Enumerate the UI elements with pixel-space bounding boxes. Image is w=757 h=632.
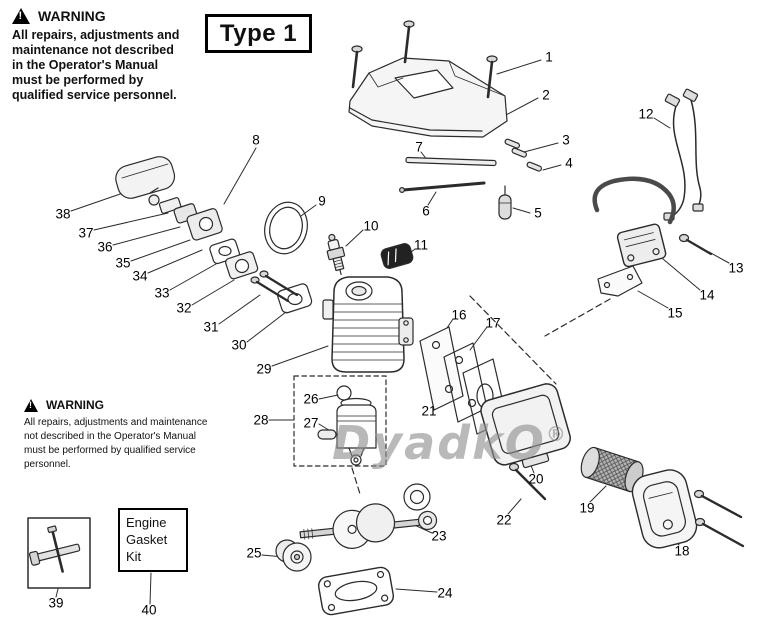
- clutch-drum-part: [275, 539, 312, 572]
- ignition-parts: [592, 88, 713, 297]
- clip-parts: [504, 138, 543, 172]
- type-label-box: Type 1: [205, 14, 312, 53]
- warning-mid-header: WARNING: [24, 398, 216, 412]
- muffler-part: [480, 383, 571, 469]
- warning-box-mid: WARNING All repairs, adjustments and mai…: [24, 398, 216, 472]
- top-cover-part: [348, 57, 508, 138]
- crankshaft-part: [299, 483, 438, 549]
- grommet-part: [380, 243, 414, 269]
- engine-gasket-kit-label: Engine Gasket Kit: [126, 515, 168, 564]
- air-filter-part: [115, 156, 176, 199]
- piston-assembly-parts: [293, 375, 387, 467]
- carburetor-stack-parts: [148, 187, 313, 314]
- cylinder-part: [322, 276, 414, 373]
- cover-screw-parts: [351, 20, 498, 99]
- warning-top-heading: WARNING: [38, 8, 106, 24]
- engine-gasket-kit-box: Engine Gasket Kit: [118, 508, 188, 572]
- type-label: Type 1: [219, 19, 298, 47]
- fuel-filter-part: [498, 185, 512, 220]
- warning-top-header: WARNING: [12, 8, 182, 24]
- warning-triangle-icon: [24, 398, 38, 412]
- warning-triangle-icon: [12, 8, 30, 24]
- warning-box-top: WARNING All repairs, adjustments and mai…: [12, 8, 182, 103]
- crankcase-pan-part: [317, 566, 395, 616]
- assembly-dashed-lines: [351, 295, 611, 495]
- warning-top-body: All repairs, adjustments and maintenance…: [12, 28, 180, 102]
- warning-mid-heading: WARNING: [46, 398, 104, 412]
- tool-kit-part: [27, 517, 91, 589]
- intake-ring-part: [264, 201, 308, 255]
- muffler-bolt-part: [508, 462, 547, 501]
- rod-parts: [399, 156, 497, 194]
- muffler-cover-part: [631, 469, 745, 549]
- warning-mid-body: All repairs, adjustments and maintenance…: [24, 417, 208, 470]
- spark-plug-part: [326, 233, 346, 275]
